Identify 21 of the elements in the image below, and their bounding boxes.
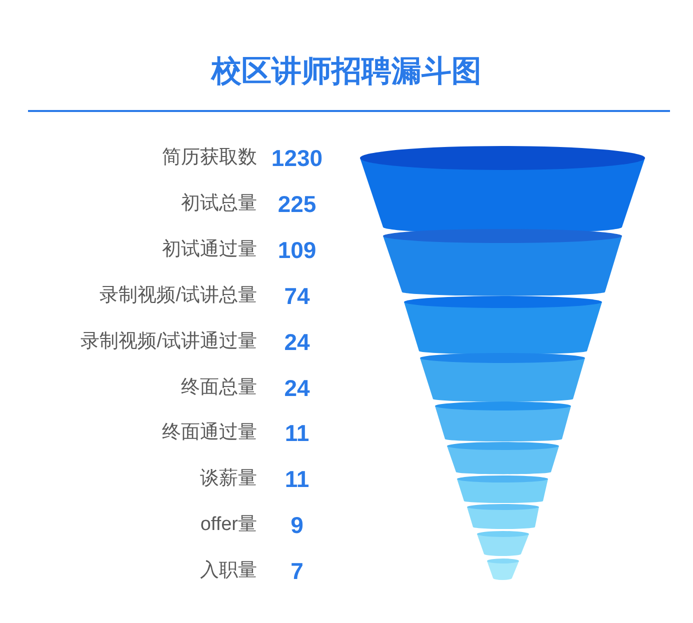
stage-value: 7 xyxy=(290,557,304,586)
stage-label: 入职量 xyxy=(200,559,257,584)
stage-label: 初试总量 xyxy=(181,192,257,216)
stage-value: 109 xyxy=(278,236,316,264)
stage-label: 录制视频/试讲通过量 xyxy=(80,330,257,354)
stage-label: 谈薪量 xyxy=(200,467,257,492)
stage-value: 74 xyxy=(284,282,310,310)
stage-label: 终面总量 xyxy=(181,376,257,400)
chart-title: 校区讲师招聘漏斗图 xyxy=(212,55,482,88)
stage-label: 初试通过量 xyxy=(162,238,257,262)
stage-value: 9 xyxy=(290,511,304,540)
stage-value: 1230 xyxy=(271,144,323,172)
stage-label: offer量 xyxy=(200,513,257,538)
stage-value: 225 xyxy=(278,190,316,218)
stage-value: 24 xyxy=(284,328,310,356)
stage-value: 11 xyxy=(284,465,310,494)
stage-value: 11 xyxy=(284,419,310,448)
stage-label: 终面通过量 xyxy=(162,421,257,446)
stage-label: 录制视频/试讲总量 xyxy=(100,284,257,308)
stage-label: 简历获取数 xyxy=(162,146,257,170)
stage-value: 24 xyxy=(284,374,310,402)
